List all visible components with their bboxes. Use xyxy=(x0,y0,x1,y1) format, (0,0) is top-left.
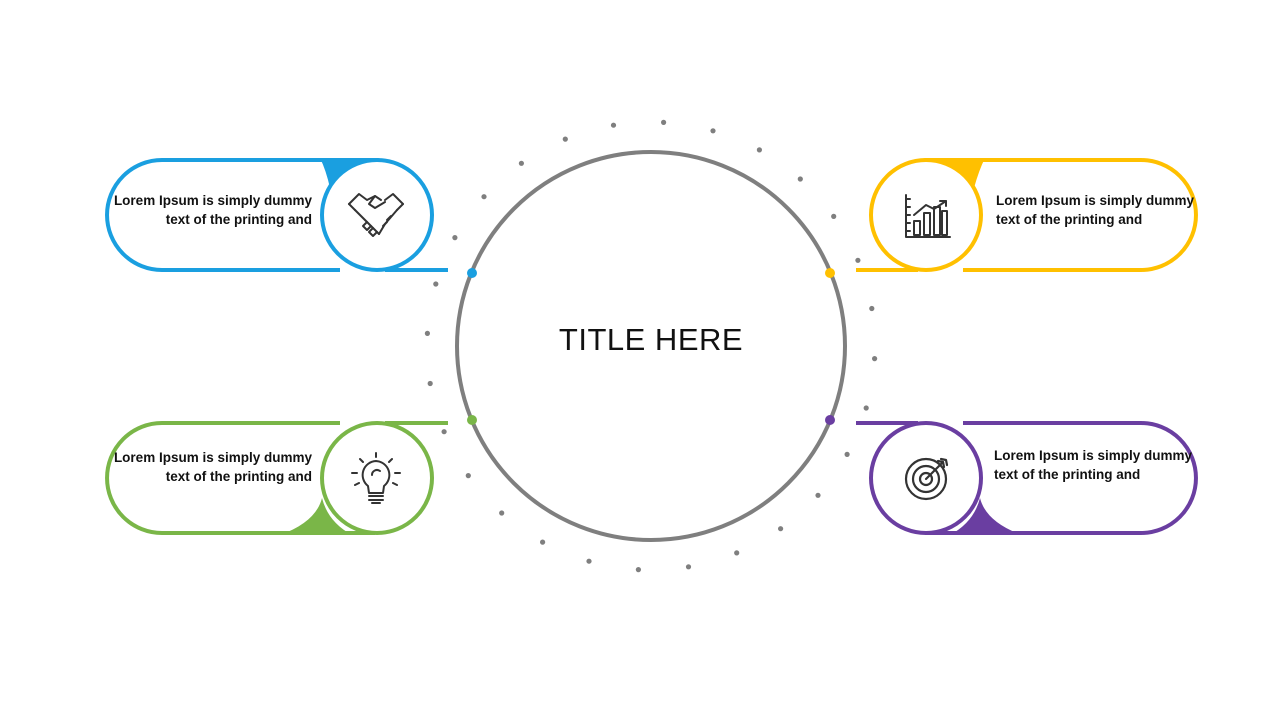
ring-dot xyxy=(869,305,875,312)
ring-dot xyxy=(844,451,850,457)
card-outline xyxy=(925,421,1198,535)
card-text-line-2: text of the printing and xyxy=(994,467,1141,482)
handshake-icon xyxy=(348,193,404,237)
connector-dot xyxy=(467,415,477,425)
icon-circle xyxy=(320,421,434,535)
connector-dot xyxy=(467,268,477,278)
card-text-line-1: Lorem Ipsum is simply dummy xyxy=(113,450,312,465)
icon-circle xyxy=(869,158,983,272)
ring-dot xyxy=(481,194,487,200)
ring-dot xyxy=(452,235,458,241)
card-text-bottom-right: Lorem Ipsum is simply dummy text of the … xyxy=(994,446,1224,484)
ring-dot xyxy=(778,526,784,532)
ring-dot xyxy=(427,380,433,387)
ring-dot xyxy=(863,405,869,411)
ring-dot xyxy=(586,558,592,564)
ring-dot xyxy=(433,281,439,287)
card-outline xyxy=(105,158,375,272)
card-text-line-1: Lorem Ipsum is simply dummy xyxy=(113,193,312,208)
ring-dot xyxy=(441,429,447,435)
ring-dot xyxy=(424,330,430,336)
card-top-right xyxy=(856,158,1198,272)
ring-dot xyxy=(610,122,617,128)
card-top-left xyxy=(105,158,448,272)
ring-dot xyxy=(499,510,505,516)
central-title: TITLE HERE xyxy=(558,322,744,357)
icon-circle xyxy=(320,158,434,272)
card-accent-fill xyxy=(923,158,985,188)
ring-dot xyxy=(562,136,568,142)
icon-circle xyxy=(869,421,983,535)
card-text-line-2: text of the printing and xyxy=(996,212,1143,227)
ring-dot xyxy=(734,550,740,556)
ring-dot xyxy=(518,160,525,166)
ring-dot xyxy=(815,492,821,498)
card-accent-fill xyxy=(280,498,352,535)
card-outline xyxy=(105,421,375,535)
ring-dot xyxy=(661,119,667,125)
card-text-line-1: Lorem Ipsum is simply dummy xyxy=(994,448,1193,463)
ring-dot xyxy=(710,128,716,134)
card-accent-fill xyxy=(320,158,380,188)
ring-dot xyxy=(872,356,878,362)
card-text-line-2: text of the printing and xyxy=(165,212,312,227)
connector-dot xyxy=(825,268,835,278)
card-text-line-1: Lorem Ipsum is simply dummy xyxy=(996,193,1195,208)
ring-dot xyxy=(465,473,471,479)
ring-dot xyxy=(797,176,803,182)
connector-dot xyxy=(825,415,835,425)
card-outline xyxy=(925,158,1198,272)
ring-dot xyxy=(685,564,692,570)
bar-chart-icon xyxy=(905,194,951,238)
ring-dot xyxy=(635,567,642,573)
card-text-line-2: text of the printing and xyxy=(165,469,312,484)
central-circle xyxy=(455,150,847,542)
card-accent-fill xyxy=(950,498,1022,535)
target-icon xyxy=(904,457,949,501)
ring-dot xyxy=(831,213,837,219)
ring-dot xyxy=(855,257,861,263)
card-bottom-right xyxy=(856,421,1198,535)
dotted-outer-ring xyxy=(424,119,878,573)
ring-dot xyxy=(540,539,546,545)
card-text-top-right: Lorem Ipsum is simply dummy text of the … xyxy=(996,191,1226,229)
ring-dot xyxy=(756,147,763,153)
lightbulb-icon xyxy=(351,452,401,504)
card-text-bottom-left: Lorem Ipsum is simply dummy text of the … xyxy=(82,448,312,486)
card-text-top-left: Lorem Ipsum is simply dummy text of the … xyxy=(82,191,312,229)
card-bottom-left xyxy=(105,421,448,535)
